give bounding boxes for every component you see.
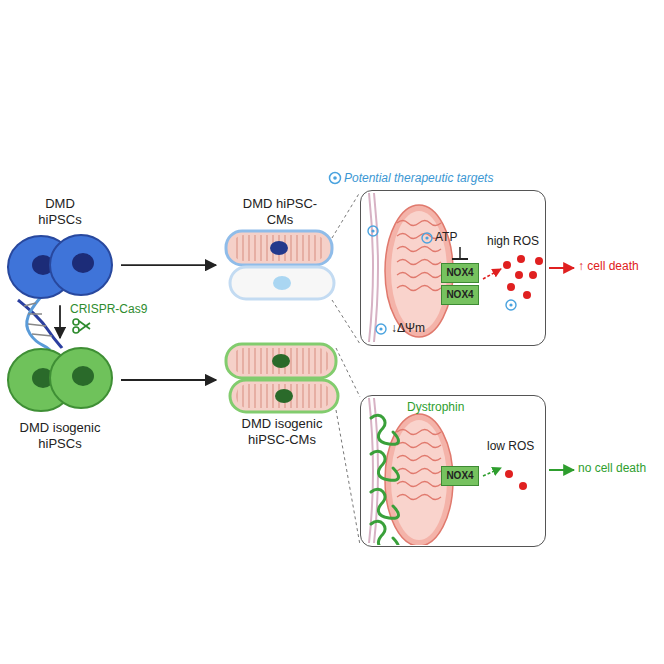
inhibition-line: [459, 247, 461, 259]
ros-arrow: [483, 468, 501, 476]
membrane: [369, 398, 373, 543]
ros-dot: [519, 482, 527, 490]
cardiomyocytes: [222, 340, 342, 416]
scissors-icon: [73, 319, 90, 333]
zoom-panel: ATPhigh ROS↓ΔΨmNOX4NOX4: [360, 190, 546, 346]
target-icon: [330, 173, 341, 184]
target-icon: [368, 226, 378, 236]
nucleus: [273, 276, 291, 290]
protein-box: NOX4: [441, 263, 479, 283]
cell-label: DMD hiPSC-CMs: [240, 196, 320, 227]
outcome-label: ↑ cell death: [578, 259, 639, 273]
ros-dot: [507, 283, 515, 291]
cell-group: DMD isogenic hiPSCs: [5, 340, 115, 451]
ros-arrow: [483, 269, 501, 279]
panel-text: ATP: [435, 231, 457, 244]
panel-text: high ROS: [487, 235, 539, 248]
cardiomyocyte: [230, 267, 334, 299]
sarcomere-stripes: [236, 384, 332, 408]
legend-text: Potential therapeutic targets: [344, 171, 493, 185]
nucleus: [72, 253, 94, 273]
outcome-arrow: [549, 267, 574, 269]
process-arrow: [121, 264, 216, 266]
target-icon: [506, 300, 516, 310]
cardiomyocytes: [222, 227, 338, 303]
target-icon: [376, 324, 386, 334]
protein-name: NOX4: [446, 289, 473, 300]
outcome-label: no cell death: [578, 461, 646, 475]
outcome-arrow: [549, 469, 574, 471]
edge-label: CRISPR-Cas9: [70, 302, 147, 316]
cell-group: DMD hiPSCs: [5, 196, 115, 303]
cardiomyocyte: [226, 344, 336, 378]
zoom-panel: Dystrophin low ROS NOX4: [360, 395, 546, 547]
nucleus: [272, 354, 290, 368]
cell-group: DMD isogenic hiPSC-CMs: [222, 340, 342, 447]
panel-text: ↓ΔΨm: [391, 322, 425, 335]
protein-box: NOX4: [441, 285, 479, 305]
sarcomere-stripes: [232, 235, 326, 261]
nucleus: [72, 366, 94, 386]
stem-cell: [50, 235, 112, 295]
target-icon: [422, 233, 432, 243]
nucleus: [275, 389, 293, 403]
process-arrow: [59, 305, 61, 338]
panel-text: low ROS: [487, 440, 534, 453]
membrane: [374, 193, 378, 342]
ros-dot: [523, 291, 531, 299]
membrane: [369, 193, 373, 342]
protein-box: NOX4: [441, 466, 479, 486]
inhibition-bar: [452, 258, 468, 260]
ros-dot: [517, 255, 525, 263]
nucleus: [270, 241, 288, 255]
protein-name: NOX4: [446, 267, 473, 278]
cardiomyocyte: [230, 380, 338, 412]
process-arrow: [121, 379, 216, 381]
panel-text: Dystrophin: [407, 401, 464, 414]
cardiomyocyte: [226, 231, 332, 265]
stem-cells: [5, 340, 115, 420]
ros-dot: [503, 261, 511, 269]
cell-label: DMD isogenic hiPSCs: [17, 420, 103, 451]
protein-name: NOX4: [446, 470, 473, 481]
ros-dot: [505, 470, 513, 478]
ros-dot: [535, 257, 543, 265]
stem-cells: [5, 227, 115, 303]
ros-dot: [515, 271, 523, 279]
cell-label: DMD isogenic hiPSC-CMs: [234, 416, 330, 447]
stem-cell: [50, 348, 112, 408]
ros-dot: [529, 271, 537, 279]
sarcomere-stripes: [232, 348, 330, 374]
cell-label: DMD hiPSCs: [28, 196, 92, 227]
dystrophin: [371, 415, 399, 545]
cell-group: DMD hiPSC-CMs: [222, 196, 338, 303]
